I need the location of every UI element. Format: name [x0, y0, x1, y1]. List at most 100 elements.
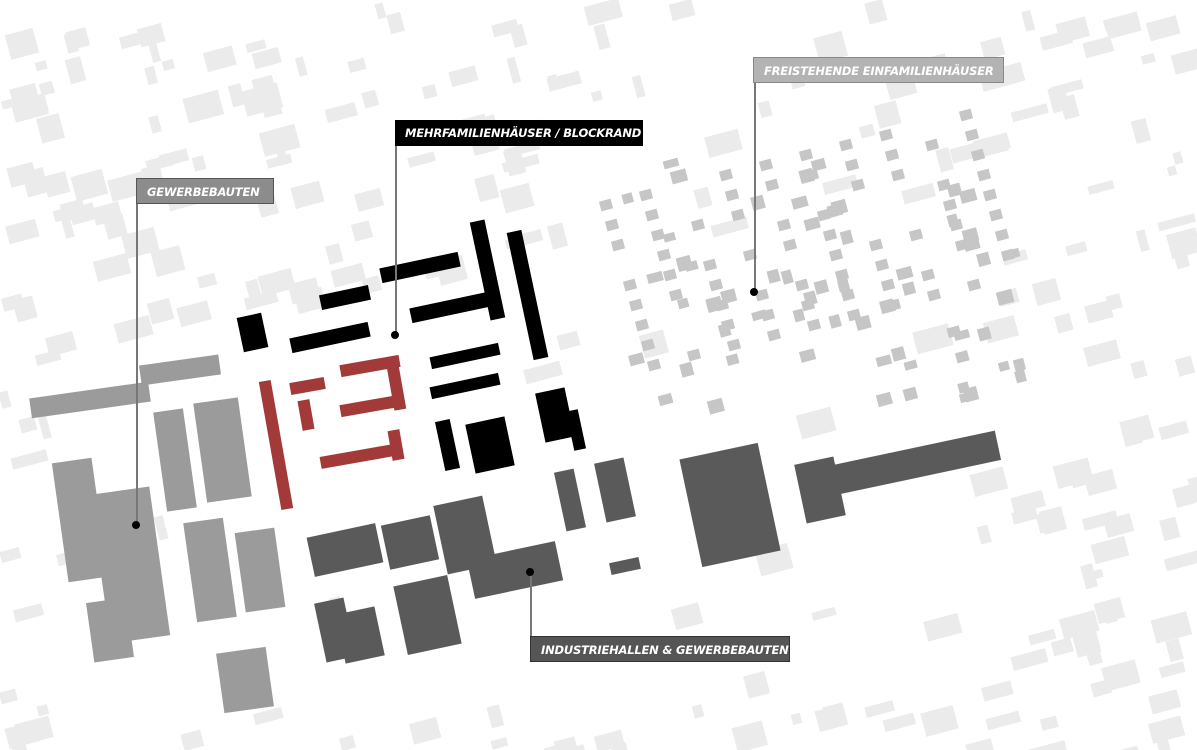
context-building	[590, 90, 603, 102]
single-family-house	[895, 265, 914, 281]
context-building	[1135, 229, 1150, 253]
label-gewerbebauten: GEWERBEBAUTEN	[136, 178, 274, 204]
context-building	[1035, 512, 1052, 534]
single-family-house	[982, 188, 998, 202]
single-family-house	[644, 208, 660, 222]
single-family-house	[662, 157, 680, 170]
highlighted-block	[387, 429, 405, 461]
single-family-house	[764, 178, 780, 192]
single-family-house	[662, 268, 678, 282]
single-family-house	[686, 348, 702, 362]
context-building	[965, 738, 996, 750]
highlighted-block	[339, 394, 401, 418]
single-family-house	[621, 192, 634, 205]
single-family-house	[816, 208, 832, 222]
context-building	[176, 300, 212, 328]
context-building	[1111, 745, 1143, 750]
context-building	[407, 151, 436, 168]
single-family-house	[878, 128, 894, 142]
single-family-house	[890, 346, 907, 362]
single-family-house	[1012, 357, 1027, 372]
context-building	[1172, 151, 1184, 165]
context-building	[12, 603, 45, 623]
context-building	[593, 23, 611, 51]
context-building	[981, 680, 1014, 702]
single-family-house	[718, 168, 734, 182]
single-family-house	[976, 251, 992, 267]
context-building	[882, 712, 917, 733]
single-family-house	[751, 309, 768, 322]
context-building	[1166, 165, 1178, 177]
context-building	[330, 262, 367, 288]
single-family-house	[725, 353, 740, 366]
leader-line-freistehende	[754, 70, 756, 292]
context-building	[59, 198, 87, 222]
industrial-hall	[808, 430, 1002, 500]
industrial-hall	[433, 495, 497, 575]
context-building	[42, 171, 71, 198]
context-building	[668, 0, 696, 22]
single-family-house	[822, 228, 838, 242]
single-family-house	[964, 128, 980, 142]
commercial-building	[138, 354, 222, 386]
context-building	[1052, 457, 1094, 489]
context-building	[704, 128, 743, 159]
context-building	[920, 705, 959, 737]
single-family-house	[868, 238, 884, 252]
context-building	[583, 0, 623, 26]
single-family-house	[976, 168, 992, 182]
context-building	[252, 706, 284, 726]
context-building	[1031, 277, 1062, 306]
context-building	[448, 65, 479, 88]
single-family-house	[790, 195, 809, 210]
context-building	[1130, 360, 1148, 380]
label-freistehende-einfamilienhaeuser: FREISTEHENDE EINFAMILIENHÄUSER	[753, 57, 1004, 83]
industrial-hall	[794, 456, 846, 524]
context-building	[873, 100, 902, 129]
single-family-house	[758, 158, 774, 172]
context-building	[499, 182, 535, 214]
context-building	[5, 218, 40, 245]
context-building	[290, 180, 325, 210]
marker-dot-gewerbe	[132, 521, 140, 529]
highlighted-block	[258, 379, 294, 511]
marker-dot-industrie	[526, 568, 534, 576]
leader-line-gewerbe	[136, 192, 138, 525]
context-building	[1104, 14, 1142, 40]
context-building	[1087, 179, 1115, 196]
single-family-house	[844, 158, 860, 172]
single-family-house	[966, 278, 982, 292]
context-building	[474, 173, 500, 203]
single-family-house	[679, 361, 695, 378]
context-building	[153, 515, 169, 541]
context-building	[324, 102, 358, 124]
context-building	[593, 729, 625, 750]
single-family-house	[726, 338, 742, 352]
context-building	[0, 293, 25, 312]
context-building	[1010, 489, 1046, 515]
context-building	[36, 704, 50, 717]
context-building	[1083, 339, 1121, 367]
single-family-house	[988, 208, 1004, 222]
context-building	[4, 720, 41, 750]
single-family-house	[875, 354, 893, 368]
context-building	[1120, 424, 1143, 448]
single-family-house	[828, 313, 842, 329]
context-building	[969, 466, 1009, 498]
single-family-house	[676, 297, 690, 310]
context-building	[1173, 249, 1191, 270]
single-family-house	[958, 108, 974, 122]
context-building	[1090, 535, 1130, 565]
single-family-house	[830, 198, 849, 216]
context-building	[1050, 637, 1074, 657]
context-building	[227, 83, 246, 108]
single-family-house	[803, 216, 821, 232]
single-family-house	[834, 268, 850, 282]
context-building	[294, 56, 308, 77]
single-family-house	[646, 358, 662, 372]
context-building	[196, 272, 218, 289]
context-building	[1054, 313, 1074, 334]
context-building	[976, 524, 992, 545]
context-building	[811, 606, 837, 621]
